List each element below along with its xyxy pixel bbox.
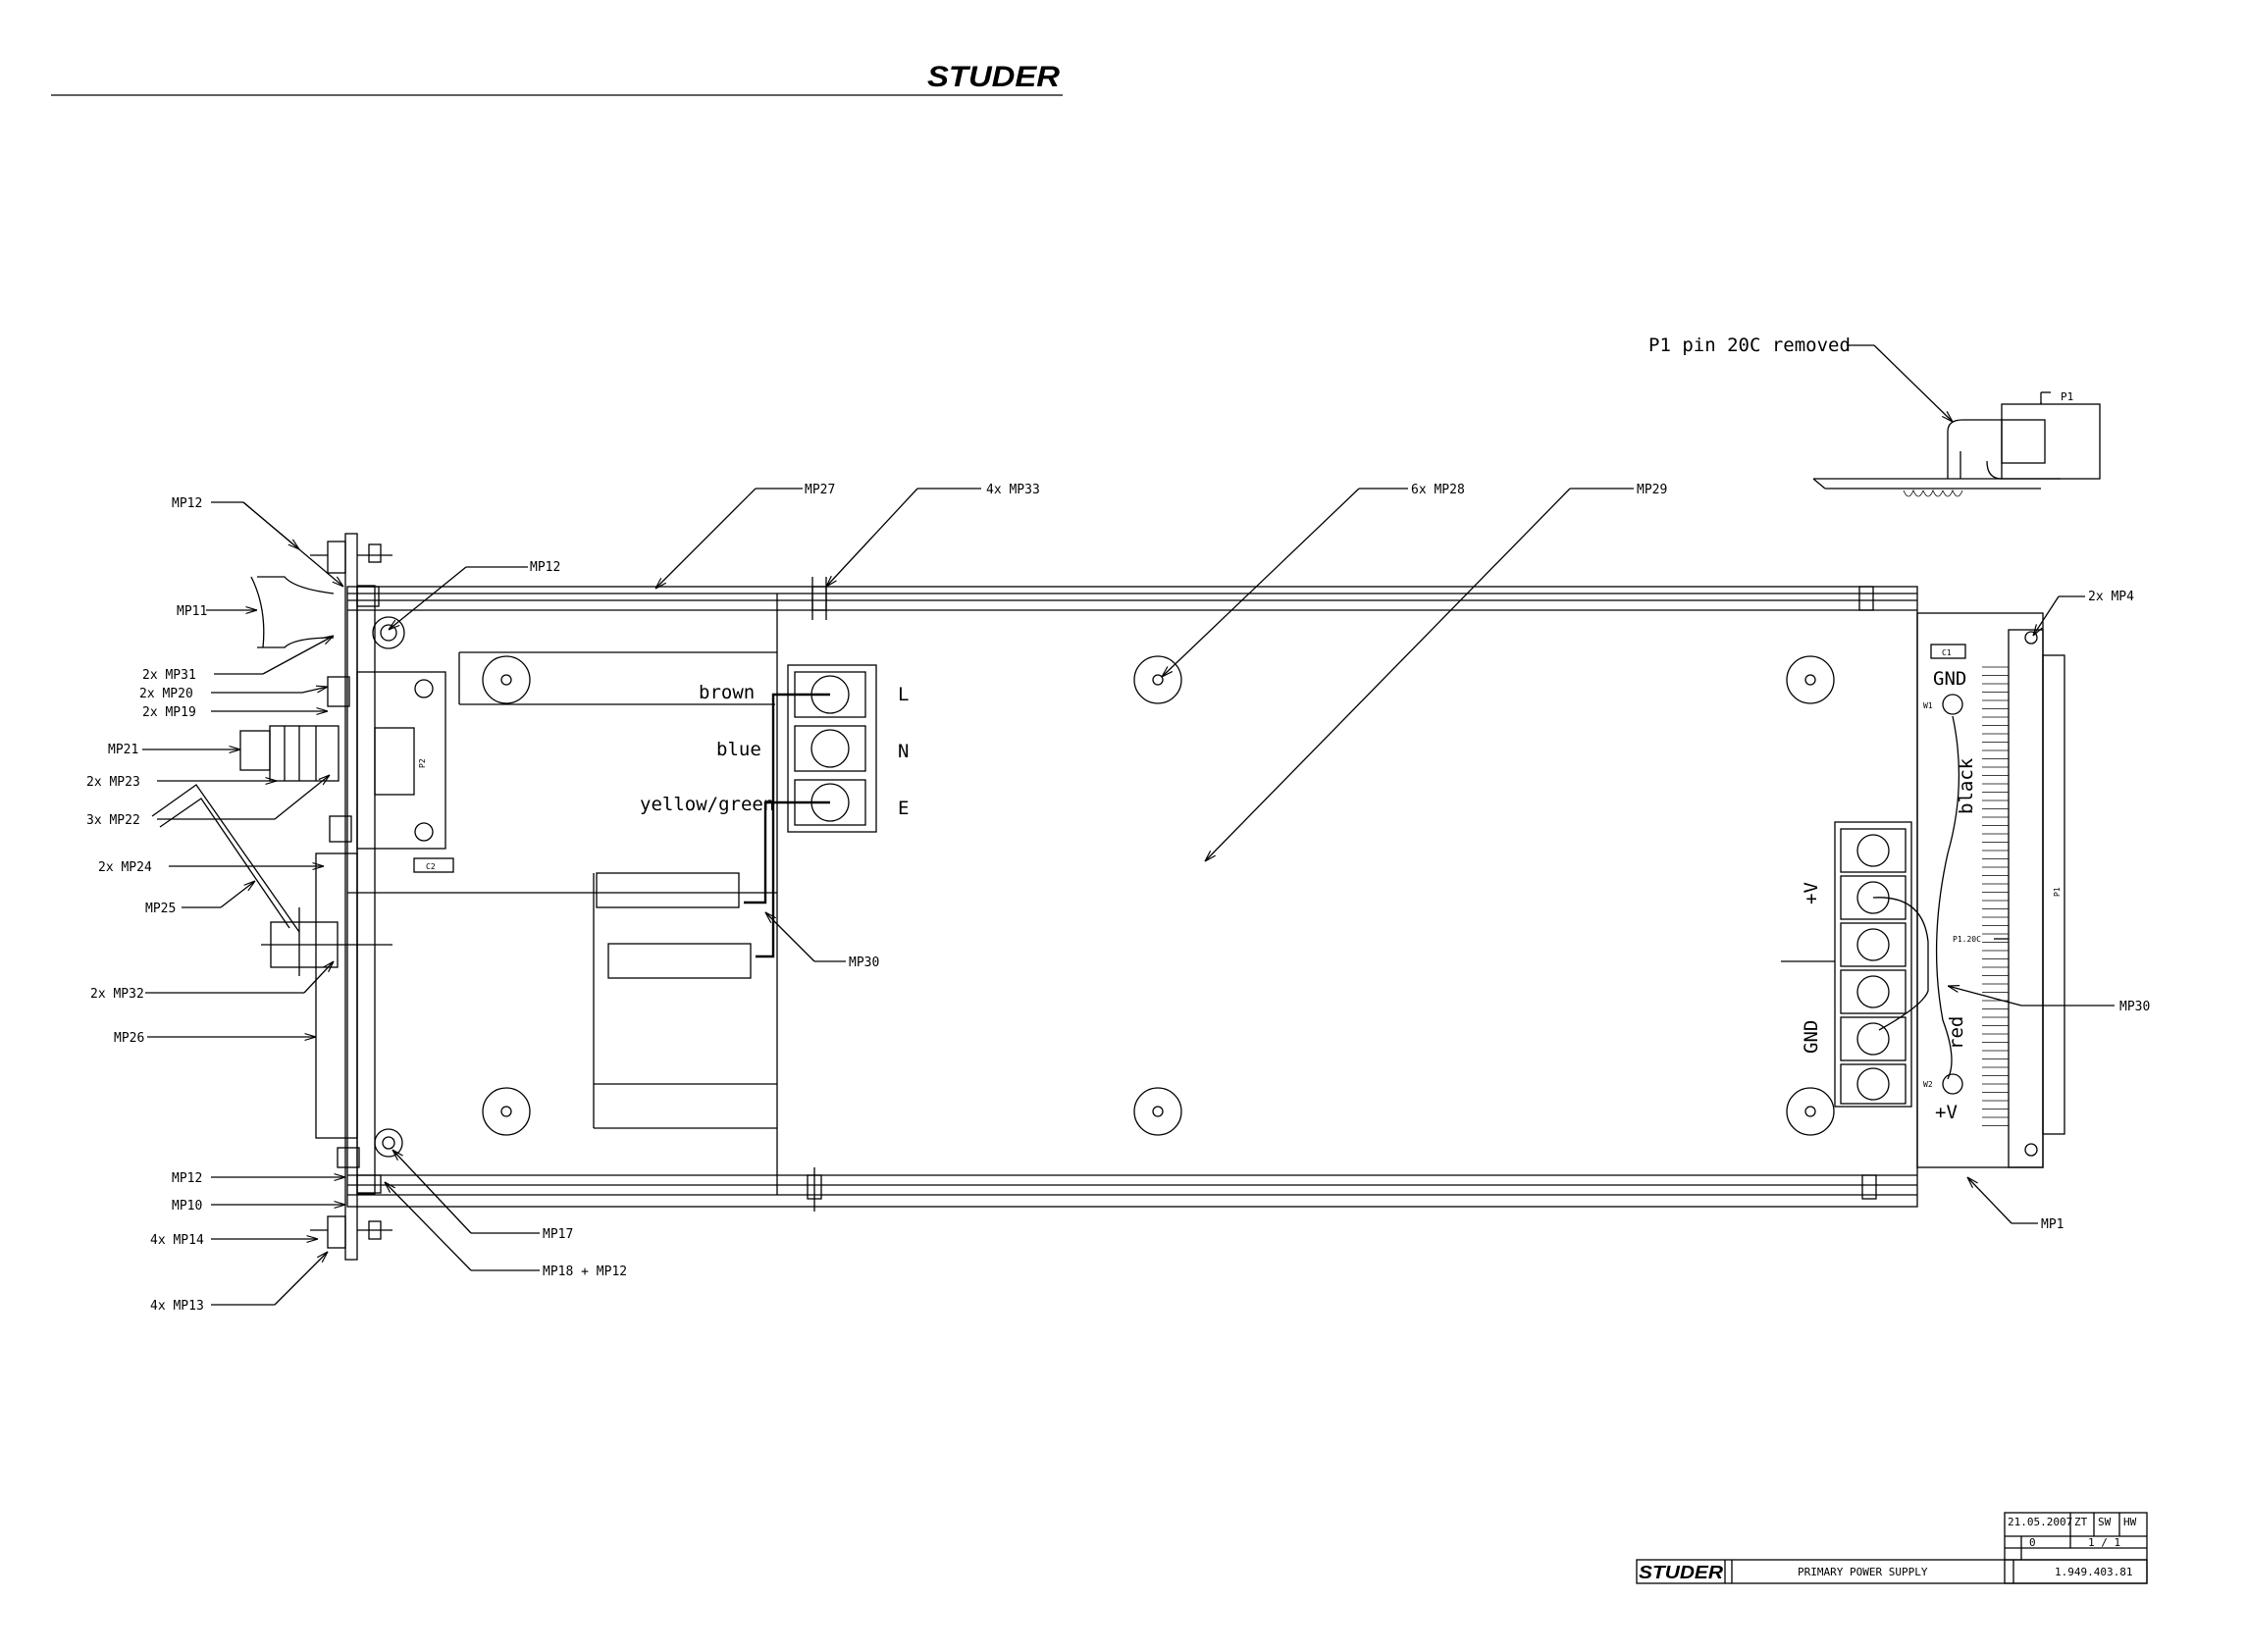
wire-yellow-green-label: yellow/green bbox=[640, 794, 774, 815]
callout-mp31: 2x MP31 bbox=[142, 668, 196, 683]
callout-mp17: MP17 bbox=[543, 1227, 573, 1242]
gnd-left-label: GND bbox=[1801, 1020, 1822, 1054]
callout-mp26: MP26 bbox=[114, 1031, 144, 1046]
callout-mp12-top: MP12 bbox=[172, 496, 202, 511]
power-supply-board: C1 C2 bbox=[346, 577, 2065, 1212]
title-doc-number: 1.949.403.81 bbox=[2055, 1566, 2132, 1578]
front-panel: P2 bbox=[151, 533, 446, 1261]
header-brand-logo: STUDER bbox=[927, 61, 1060, 93]
mounting-standoffs bbox=[482, 655, 1835, 1136]
title-col-hw: HW bbox=[2123, 1516, 2137, 1528]
terminal-l-label: L bbox=[898, 684, 909, 705]
p1-20c-label: P1.20C bbox=[1953, 935, 1981, 944]
p2-label: P2 bbox=[418, 758, 427, 768]
black-wire-label: black bbox=[1956, 757, 1977, 814]
p1-pin-note: P1 pin 20C removed bbox=[1648, 335, 1851, 356]
callout-mp14: 4x MP14 bbox=[150, 1233, 204, 1248]
callout-mp20: 2x MP20 bbox=[139, 687, 193, 701]
callout-mp29: MP29 bbox=[1637, 483, 1667, 497]
p1-connector-label: P1 bbox=[2053, 887, 2062, 897]
wire-blue-label: blue bbox=[716, 739, 761, 760]
dc-terminal-block: +V GND W1 W2 GND black red +V P1.20C P1 bbox=[1781, 668, 2062, 1123]
title-sheet: 1 / 1 bbox=[2088, 1536, 2120, 1549]
page-header: STUDER bbox=[51, 61, 1063, 96]
callout-mp22: 3x MP22 bbox=[86, 813, 140, 828]
w1-label: W1 bbox=[1923, 701, 1933, 710]
title-date: 21.05.2007 bbox=[2008, 1516, 2072, 1528]
gnd-top-label: GND bbox=[1933, 668, 1966, 690]
callout-mp1: MP1 bbox=[2041, 1217, 2064, 1232]
title-col-sw: SW bbox=[2098, 1516, 2112, 1528]
callout-mp32: 2x MP32 bbox=[90, 987, 144, 1002]
terminal-n-label: N bbox=[898, 741, 909, 762]
callout-mp25: MP25 bbox=[145, 902, 176, 916]
title-brand-logo: STUDER bbox=[1639, 1563, 1723, 1582]
red-wire-label: red bbox=[1946, 1016, 1967, 1050]
callout-mp18-mp12: MP18 + MP12 bbox=[543, 1265, 627, 1279]
c2-label: C2 bbox=[426, 862, 436, 871]
w2-label: W2 bbox=[1923, 1080, 1933, 1089]
mains-terminal-block: L N E brown blue yellow/green bbox=[596, 664, 909, 979]
callout-mp23: 2x MP23 bbox=[86, 775, 140, 790]
c1-label: C1 bbox=[1942, 648, 1952, 657]
callout-mp30-center: MP30 bbox=[849, 955, 879, 970]
callout-mp28: 6x MP28 bbox=[1411, 483, 1465, 497]
callout-mp19: 2x MP19 bbox=[142, 705, 196, 720]
callout-mp30-right: MP30 bbox=[2119, 1000, 2150, 1014]
title-block: 21.05.2007 ZT SW HW 0 1 / 1 STUDER PRIMA… bbox=[1636, 1512, 2148, 1584]
left-callouts: MP12 MP11 2x MP31 2x MP20 2x MP19 MP21 2… bbox=[86, 496, 345, 1314]
callout-mp24: 2x MP24 bbox=[98, 860, 152, 875]
p1-detail-label: P1 bbox=[2061, 390, 2073, 403]
callout-mp33: 4x MP33 bbox=[986, 483, 1040, 497]
title-col-zt: ZT bbox=[2074, 1516, 2088, 1528]
p1-connector-pins bbox=[1982, 666, 2009, 1126]
plus-v-bottom-label: +V bbox=[1935, 1102, 1958, 1123]
right-callouts: 2x MP4 MP30 MP1 bbox=[1948, 590, 2150, 1232]
title-drawing-name: PRIMARY POWER SUPPLY bbox=[1798, 1566, 1928, 1578]
callout-mp12-inner: MP12 bbox=[530, 560, 560, 575]
callout-mp21: MP21 bbox=[108, 743, 138, 757]
callout-mp27: MP27 bbox=[805, 483, 835, 497]
callout-mp10: MP10 bbox=[172, 1199, 202, 1213]
callout-mp11: MP11 bbox=[177, 604, 207, 619]
terminal-e-label: E bbox=[898, 798, 909, 819]
wire-brown-label: brown bbox=[699, 682, 755, 703]
plus-v-left-label: +V bbox=[1801, 882, 1822, 904]
bottom-callouts: MP30 MP17 MP18 + MP12 bbox=[385, 912, 879, 1279]
top-callouts: MP12 MP27 4x MP33 6x MP28 MP29 bbox=[389, 483, 1667, 861]
p1-pin-detail: P1 pin 20C removed P1 bbox=[1648, 335, 2101, 497]
callout-mp13: 4x MP13 bbox=[150, 1299, 204, 1314]
callout-mp4: 2x MP4 bbox=[2088, 590, 2134, 604]
callout-mp12-bottom: MP12 bbox=[172, 1171, 202, 1186]
title-index: 0 bbox=[2029, 1536, 2036, 1549]
